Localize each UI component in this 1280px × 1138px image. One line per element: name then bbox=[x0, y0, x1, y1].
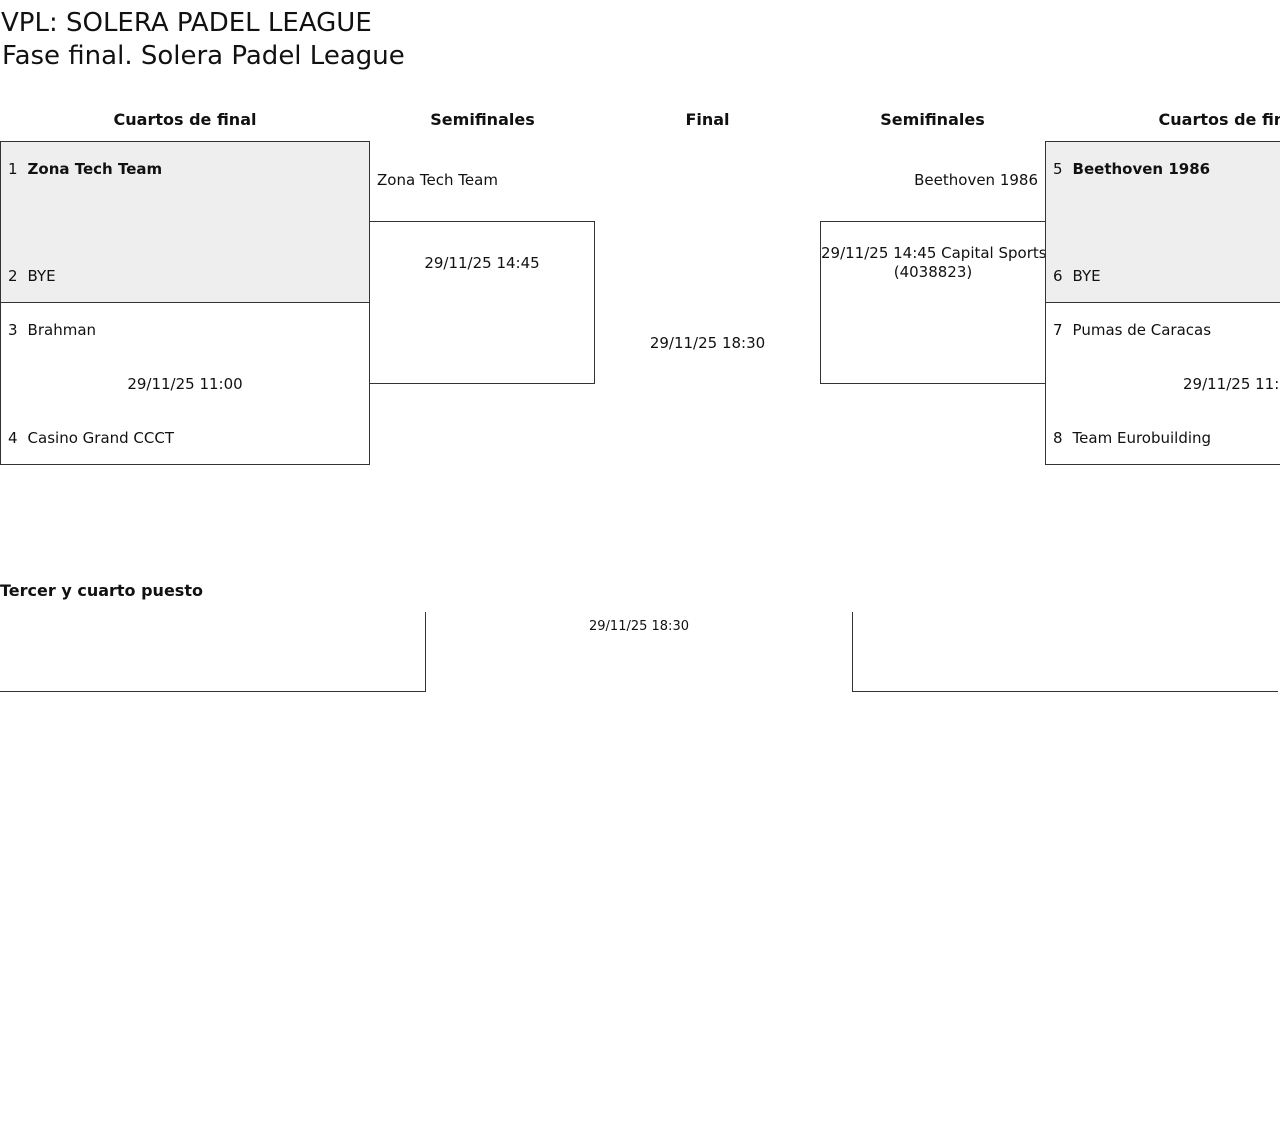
team-slot[interactable]: 8 Team Eurobuilding bbox=[1053, 429, 1211, 447]
match-qf1-left[interactable]: 1 Zona Tech Team 2 BYE bbox=[0, 141, 370, 303]
round-header-final: Final bbox=[685, 110, 730, 129]
semi-right-winner[interactable]: Beethoven 1986 bbox=[914, 171, 1038, 189]
team-name: BYE bbox=[27, 267, 56, 285]
seed-number: 7 bbox=[1053, 321, 1063, 339]
team-slot[interactable]: 3 Brahman bbox=[8, 321, 96, 339]
team-name: Zona Tech Team bbox=[27, 160, 163, 178]
team-name: Beethoven 1986 bbox=[1072, 160, 1211, 178]
round-header-quarters-left: Cuartos de final bbox=[113, 110, 257, 129]
seed-number: 8 bbox=[1053, 429, 1063, 447]
seed-number: 4 bbox=[8, 429, 18, 447]
match-date: 29/11/25 11:00 bbox=[127, 375, 243, 393]
team-slot[interactable]: 2 BYE bbox=[8, 267, 56, 285]
third-place-date: 29/11/25 18:30 bbox=[589, 619, 689, 634]
match-venue-code: (4038823) bbox=[893, 263, 973, 281]
team-name: Team Eurobuilding bbox=[1072, 429, 1212, 447]
team-name: Casino Grand CCCT bbox=[27, 429, 175, 447]
third-place-slot-left bbox=[0, 691, 426, 692]
third-place-slot-right bbox=[852, 691, 1278, 692]
match-semi-right[interactable]: 29/11/25 14:45 Capital Sports (4038823) bbox=[820, 221, 1047, 384]
round-header-quarters-right: Cuartos de final bbox=[1158, 110, 1280, 129]
match-qf2-right[interactable]: 7 Pumas de Caracas 29/11/25 11:00 8 Team… bbox=[1045, 302, 1280, 465]
match-qf2-left[interactable]: 3 Brahman 29/11/25 11:00 4 Casino Grand … bbox=[0, 302, 370, 465]
team-slot[interactable]: 4 Casino Grand CCCT bbox=[8, 429, 174, 447]
semi-left-winner[interactable]: Zona Tech Team bbox=[377, 171, 498, 189]
team-name: Brahman bbox=[27, 321, 97, 339]
match-date: 29/11/25 14:45 bbox=[424, 254, 540, 272]
final-date: 29/11/25 18:30 bbox=[649, 334, 766, 352]
match-date: 29/11/25 11:00 bbox=[1183, 375, 1280, 393]
page-subtitle: Fase final. Solera Padel League bbox=[2, 41, 405, 71]
seed-number: 6 bbox=[1053, 267, 1063, 285]
page-title: VPL: SOLERA PADEL LEAGUE bbox=[1, 8, 372, 38]
seed-number: 3 bbox=[8, 321, 18, 339]
team-name: Pumas de Caracas bbox=[1072, 321, 1212, 339]
team-slot[interactable]: 7 Pumas de Caracas bbox=[1053, 321, 1211, 339]
seed-number: 5 bbox=[1053, 160, 1063, 178]
third-place-divider-left bbox=[425, 612, 426, 692]
seed-number: 1 bbox=[8, 160, 18, 178]
third-place-title: Tercer y cuarto puesto bbox=[0, 581, 203, 600]
round-header-semis-right: Semifinales bbox=[880, 110, 985, 129]
team-slot[interactable]: 1 Zona Tech Team bbox=[8, 160, 162, 178]
match-semi-left[interactable]: 29/11/25 14:45 bbox=[369, 221, 595, 384]
team-slot[interactable]: 6 BYE bbox=[1053, 267, 1101, 285]
match-qf1-right[interactable]: 5 Beethoven 1986 6 BYE bbox=[1045, 141, 1280, 303]
match-date: 29/11/25 14:45 Capital Sports bbox=[821, 244, 1047, 262]
team-slot[interactable]: 5 Beethoven 1986 bbox=[1053, 160, 1210, 178]
round-header-semis-left: Semifinales bbox=[430, 110, 535, 129]
seed-number: 2 bbox=[8, 267, 18, 285]
team-name: BYE bbox=[1072, 267, 1101, 285]
third-place-divider-right bbox=[852, 612, 853, 692]
